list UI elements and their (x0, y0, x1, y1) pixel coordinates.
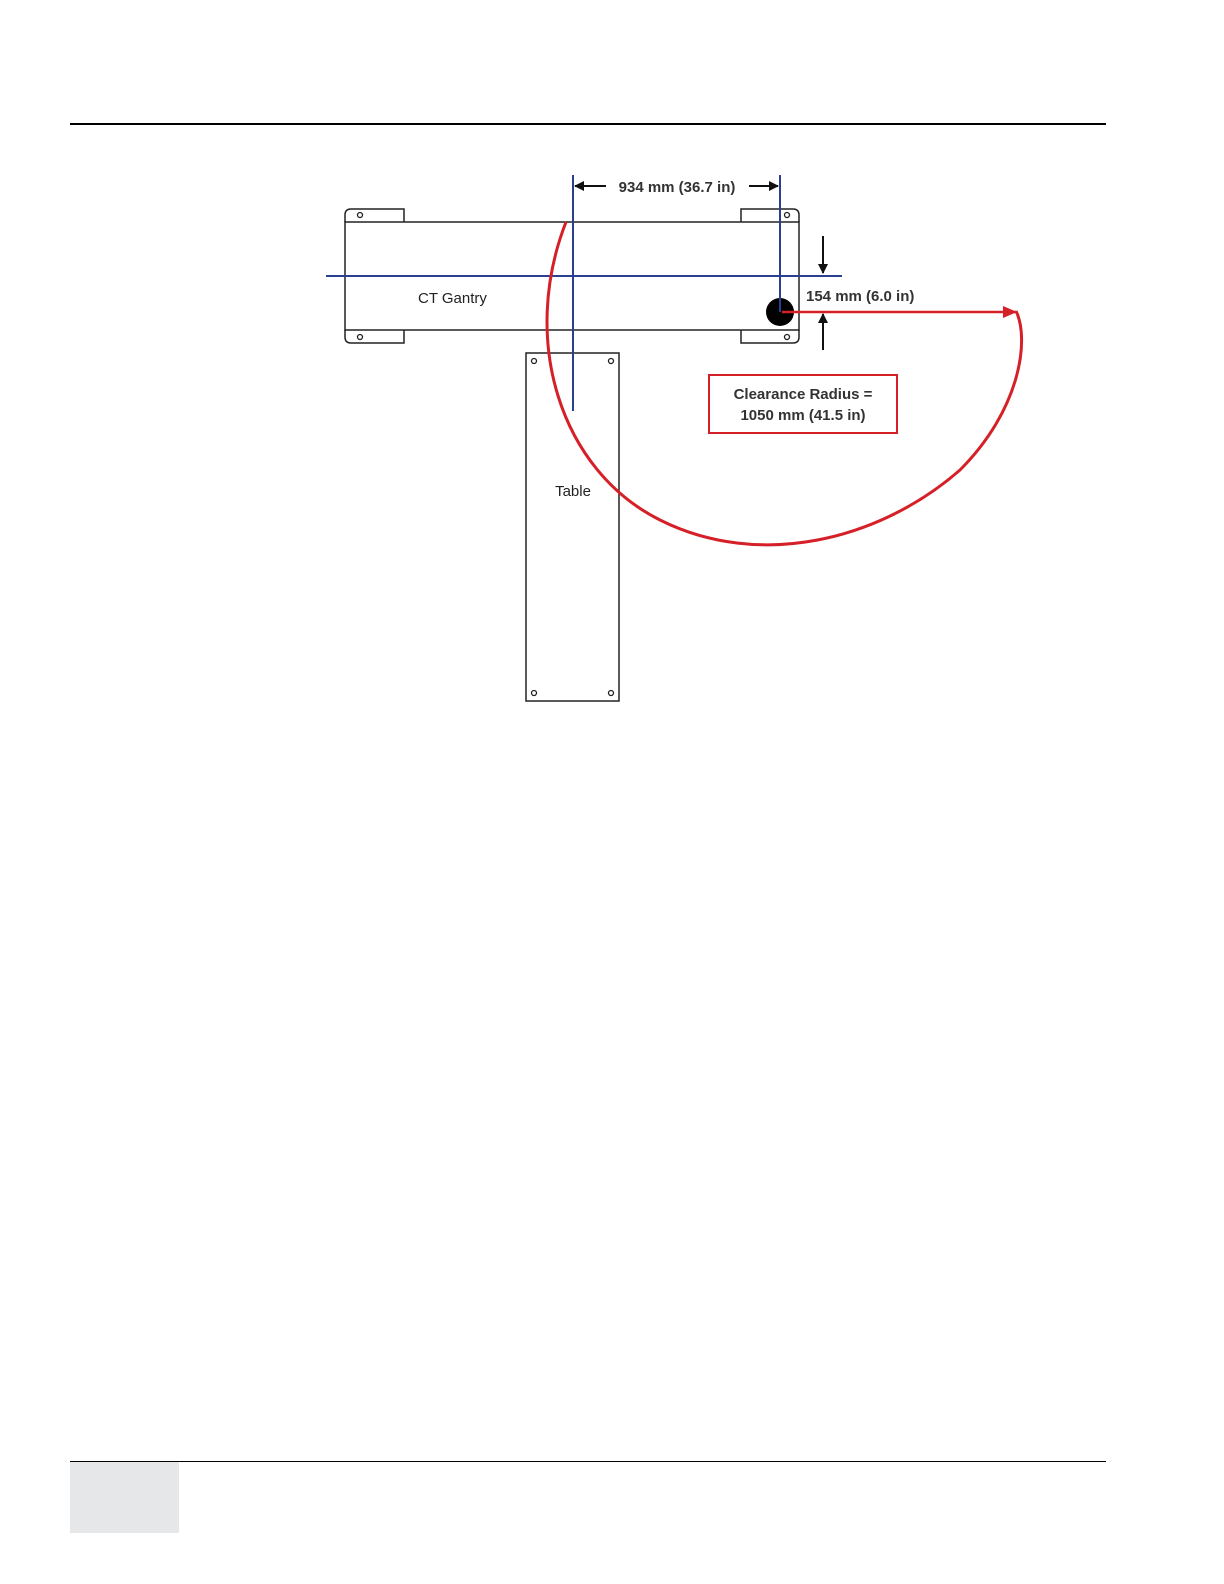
gantry-label: CT Gantry (418, 290, 487, 307)
gantry-foot-bottom-right (741, 330, 799, 343)
vertical-dimension-label: 154 mm (6.0 in) (806, 288, 914, 305)
table-label: Table (555, 483, 591, 500)
horizontal-dimension: 934 mm (36.7 in) (575, 179, 778, 196)
gantry-foot-top-left (345, 209, 404, 222)
bolt-hole (785, 213, 790, 218)
bolt-hole (532, 691, 537, 696)
footer-page-tab (70, 1462, 179, 1533)
clearance-label-line2: 1050 mm (41.5 in) (740, 407, 865, 424)
bolt-hole (609, 691, 614, 696)
bolt-hole (609, 359, 614, 364)
clearance-radius: Clearance Radius = 1050 mm (41.5 in) (547, 222, 1022, 545)
bolt-hole (358, 335, 363, 340)
bolt-hole (532, 359, 537, 364)
gantry-foot-bottom-left (345, 330, 404, 343)
clearance-callout-box (709, 375, 897, 433)
clearance-label-line1: Clearance Radius = (734, 386, 873, 403)
bolt-hole (358, 213, 363, 218)
horizontal-dimension-label: 934 mm (36.7 in) (619, 179, 736, 196)
vertical-dimension: 154 mm (6.0 in) (806, 236, 914, 350)
gantry-foot-top-right (741, 209, 799, 222)
bolt-hole (785, 335, 790, 340)
footer-rule (70, 1461, 1106, 1462)
